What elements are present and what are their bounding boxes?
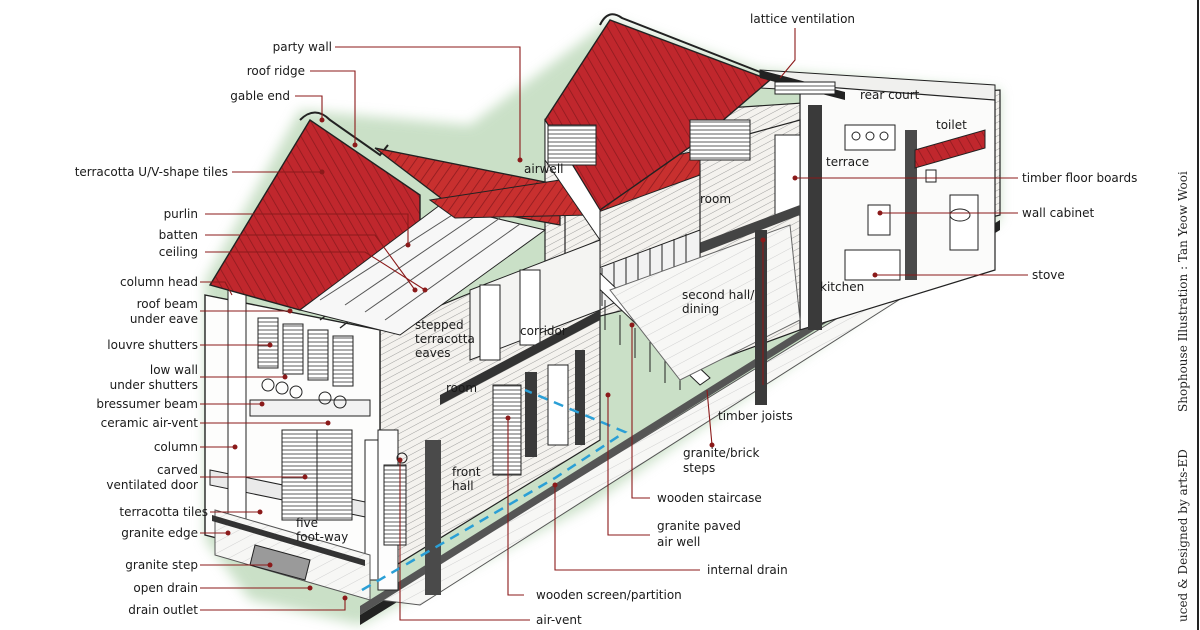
- leader-dots: [225, 117, 883, 601]
- inline-dining: dining: [682, 302, 720, 316]
- label-drain-outlet: drain outlet: [128, 603, 198, 617]
- label-lattice-ventilation: lattice ventilation: [750, 12, 856, 26]
- inline-eaves: eaves: [415, 346, 451, 360]
- label-batten: batten: [158, 228, 198, 242]
- label-louvre-shutters: louvre shutters: [107, 338, 198, 352]
- roof-middle: [544, 13, 772, 242]
- design-credit: uced & Designed by arts-ED: [1176, 449, 1190, 622]
- label-terracotta-roof-tiles: terracotta U/V-shape tiles: [74, 165, 228, 179]
- inline-room-lower: room: [446, 381, 478, 395]
- inline-hall: hall: [452, 479, 474, 493]
- front-block: [379, 239, 601, 595]
- label-party-wall: party wall: [272, 40, 332, 54]
- label-toilet: toilet: [936, 118, 967, 132]
- label-terracotta-tiles: terracotta tiles: [119, 505, 208, 519]
- inline-front: front: [452, 465, 481, 479]
- internal-drain-path: [361, 388, 628, 592]
- label-stove: stove: [1032, 268, 1065, 282]
- label-steps: steps: [683, 461, 716, 475]
- inline-airwell: airwell: [524, 162, 564, 176]
- label-rear-court: rear court: [860, 88, 920, 102]
- inline-terracotta: terracotta: [415, 332, 475, 346]
- label-timber-floor-boards: timber floor boards: [1022, 171, 1138, 185]
- label-wall-cabinet: wall cabinet: [1022, 206, 1095, 220]
- inline-room-upper: room: [700, 192, 732, 206]
- label-bressumer-beam: bressumer beam: [96, 397, 198, 411]
- leader-lines: [200, 28, 1028, 621]
- label-column-head: column head: [120, 275, 198, 289]
- label-granite-edge: granite edge: [121, 526, 198, 540]
- frame-edge: [1197, 0, 1199, 630]
- label-ceramic-air-vent: ceramic air-vent: [100, 416, 198, 430]
- label-carved: carved: [157, 463, 198, 477]
- label-roof-ridge: roof ridge: [246, 64, 305, 78]
- label-granite-paved: granite paved: [657, 519, 741, 533]
- inline-foot-way: foot-way: [296, 530, 349, 544]
- inline-stepped: stepped: [415, 318, 464, 332]
- inline-corridor: corridor: [520, 324, 567, 338]
- inline-five: five: [296, 516, 319, 530]
- label-granite-step: granite step: [125, 558, 198, 572]
- lattice-ventilation: [760, 70, 845, 100]
- label-wooden-screen: wooden screen/partition: [536, 588, 682, 602]
- label-low-wall: low wall: [149, 363, 198, 377]
- inline-second-hall: second hall/: [682, 288, 755, 302]
- middle-block: [564, 119, 801, 405]
- label-roof-beam: roof beam: [136, 297, 198, 311]
- label-granite-brick: granite/brick: [683, 446, 760, 460]
- facade: [204, 289, 408, 601]
- label-purlin: purlin: [163, 207, 198, 221]
- label-internal-drain: internal drain: [707, 563, 788, 577]
- rear-section: [799, 84, 996, 331]
- label-air-vent: air-vent: [536, 613, 582, 627]
- label-ceiling: ceiling: [158, 245, 198, 259]
- label-under-eave: under eave: [129, 312, 198, 326]
- label-air-well: air well: [657, 535, 701, 549]
- inline-kitchen: kitchen: [820, 280, 865, 294]
- label-ventilated-door: ventilated door: [106, 478, 198, 492]
- inline-terrace: terrace: [826, 155, 870, 169]
- label-wooden-staircase: wooden staircase: [657, 491, 762, 505]
- label-column: column: [153, 440, 198, 454]
- label-open-drain: open drain: [133, 581, 198, 595]
- label-timber-joists: timber joists: [718, 409, 793, 423]
- label-gable-end: gable end: [230, 89, 290, 103]
- label-under-shutters: under shutters: [109, 378, 198, 392]
- illustration-credit: Shophouse Illustration : Tan Yeow Wooi: [1176, 171, 1190, 412]
